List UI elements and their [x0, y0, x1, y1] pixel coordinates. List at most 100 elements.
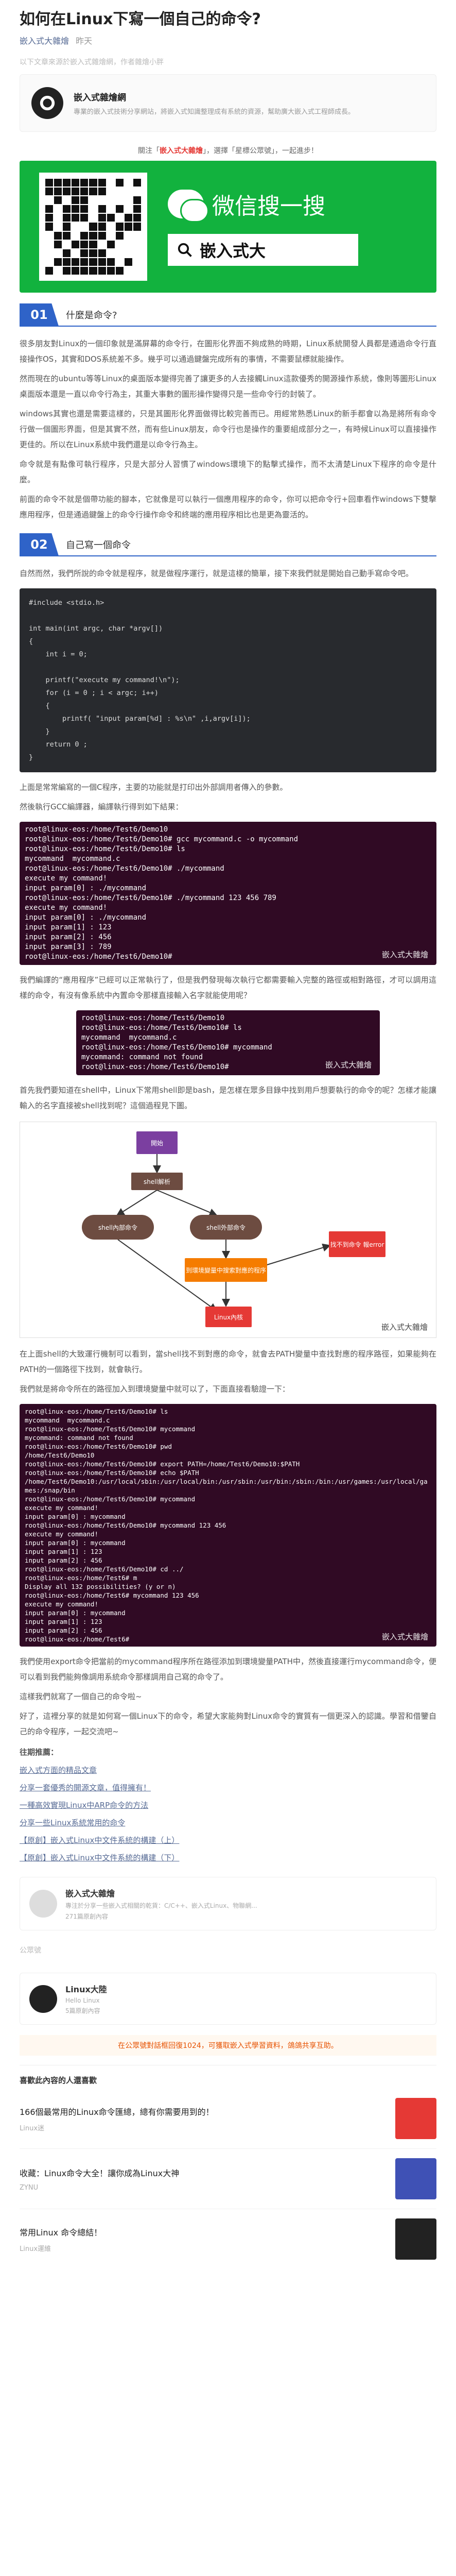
paragraph: 首先我們要知道在shell中，Linux下常用shell即是bash，是怎樣在眾… [20, 1086, 436, 1110]
terminal-line: root@linux-eos:/home/Test6/Demo10 [25, 825, 168, 834]
terminal-line: mycommand: command not found [25, 1434, 133, 1442]
search-icon [178, 243, 192, 257]
related-title: 常用Linux 命令總結！ [20, 2227, 102, 2238]
related-item[interactable]: 常用Linux 命令總結！ Linux運維 [20, 2209, 436, 2269]
terminal-line: input param[1] : 123 [25, 1548, 102, 1555]
section-number: 01 [20, 303, 59, 326]
paragraph: 這樣我們就寫了一個自己的命令啦~ [20, 1692, 142, 1701]
rec-link[interactable]: 【原創】嵌入式Linux中文件系統的構建（上） [20, 1836, 180, 1845]
wechat-icon [168, 190, 209, 223]
public-account-card[interactable]: Linux大陸 Hello Linux 5篇原創內容 [20, 1973, 436, 2025]
related-source: Linux迷 [20, 2124, 45, 2132]
rec-link[interactable]: 分享一些Linux系統常用的命令 [20, 1818, 126, 1827]
terminal-line: root@linux-eos:/home/Test6/Demo10# mycom… [25, 1521, 226, 1529]
paragraph: 前面的命令不就是個帶功能的腳本，它就像是可以執行一個應用程序的命令，你可以把命令… [20, 495, 436, 519]
related-label: 喜歡此內容的人還喜歡 [20, 2076, 97, 2085]
flow-builtin: shell內部命令 [82, 1215, 154, 1240]
publish-date: 昨天 [76, 36, 93, 46]
terminal-line: execute my command! [25, 1530, 98, 1538]
author-card-meta: 271篇原創內容 [65, 1913, 108, 1920]
terminal-line: input param[2] : 456 [25, 933, 112, 941]
terminal-line: root@linux-eos:/home/Test6/Demo10# mycom… [25, 1495, 196, 1503]
terminal-line: input param[3] : 789 [25, 943, 112, 951]
terminal-line: root@linux-eos:/home/Test6# m [25, 1574, 137, 1582]
rec-link[interactable]: 一種高效實現Linux中ARP命令的方法 [20, 1801, 149, 1810]
watermark: 嵌入式大雜燴 [381, 950, 428, 959]
wechat-search-banner: 微信搜一搜 嵌入式大 [20, 161, 436, 293]
terminal-line: mycommand mycommand.c [25, 1416, 110, 1424]
terminal-line: root@linux-eos:/home/Test6/Demo10# cd ..… [25, 1565, 184, 1573]
related-source: ZYNU [20, 2183, 39, 2192]
terminal-line: root@linux-eos:/home/Test6# mycommand 12… [25, 1591, 199, 1599]
like-label: 公眾號 [20, 1946, 41, 1955]
paragraph: 命令就是有點像可執行程序，只是大部分人習慣了windows環境下的點擊式操作，而… [20, 460, 436, 484]
paragraph: 我們使用export命令把當前的mycommand程序所在路徑添加到環境變量PA… [20, 1657, 436, 1682]
paragraph: 上面是常常編寫的一個C程序，主要的功能就是打印出外部調用者傳入的參數。 [20, 783, 288, 792]
rec-link[interactable]: 【原創】嵌入式Linux中文件系統的構建（下） [20, 1853, 180, 1862]
watermark: 嵌入式大雜燴 [381, 1632, 428, 1641]
terminal-line: input param[0] : mycommand [25, 1539, 126, 1547]
follow-tip-prefix: 關注「 [138, 147, 160, 155]
related-source: Linux運維 [20, 2245, 51, 2253]
banner-line2-text: 嵌入式大 [200, 241, 266, 261]
public-avatar [29, 1985, 57, 2013]
paragraph: 我們就是將命令所在的路徑加入到環境變量中就可以了，下面直接看驗證一下： [20, 1384, 290, 1394]
related-item[interactable]: 166個最常用的Linux命令匯總，總有你需要用到的！ Linux迷 [20, 2089, 436, 2149]
terminal-screenshot-1: root@linux-eos:/home/Test6/Demo10 root@li… [20, 822, 436, 965]
profile-avatar [31, 87, 63, 119]
profile-name: 嵌入式雜燴網 [74, 93, 126, 103]
public-meta: 5篇原創內容 [65, 2007, 100, 2014]
terminal-line: root@linux-eos:/home/Test6/Demo10# expor… [25, 1460, 300, 1468]
terminal-line: input param[0] : ./mycommand [25, 913, 147, 922]
rec-link[interactable]: 嵌入式方面的精品文章 [20, 1766, 97, 1775]
flowchart-arrows [116, 1154, 331, 1312]
terminal-line: Display all 132 possibilities? (y or n) [25, 1583, 176, 1590]
banner-line1: 微信搜一搜 [168, 188, 417, 223]
paragraph: 自然而然，我們所說的命令就是程序，就是做程序運行，就是這樣的簡單，接下來我們就是… [20, 569, 414, 578]
rec-link[interactable]: 分享一套優秀的開源文章，值得擁有！ [20, 1783, 151, 1792]
section-number: 02 [20, 533, 59, 556]
related-thumb [395, 2098, 436, 2139]
terminal-line: /home/Test6/Demo10 [25, 1451, 95, 1459]
related-title: 收藏：Linux命令大全！讓你成為Linux大神 [20, 2168, 180, 2178]
profile-desc: 專業的嵌入式技術分享網站，將嵌入式知識整理成有系統的資源，幫助廣大嵌入式工程師成… [74, 108, 355, 116]
paragraph: 然而現在的ubuntu等等Linux的桌面版本變得完善了讓更多的人去接觸Linu… [20, 374, 436, 399]
recommended-list: 往期推薦： 嵌入式方面的精品文章 分享一套優秀的開源文章，值得擁有！ 一種高效實… [20, 1747, 436, 1867]
follow-tip: 關注「嵌入式大雜燴」，選擇「星標公眾號」，一起進步！ [20, 145, 436, 156]
related-thumb [395, 2218, 436, 2260]
flow-shell-parse: shell解析 [131, 1173, 183, 1190]
terminal-line: root@linux-eos:/home/Test6/Demo10# mycom… [25, 1425, 196, 1433]
ad-banner: 在公眾號對話框回復1024，可獲取嵌入式學習資料，鴿鴿共享互助。 [20, 2035, 436, 2056]
terminal-line: root@linux-eos:/home/Test6/Demo10# [25, 953, 172, 961]
banner-right: 微信搜一搜 嵌入式大 [147, 188, 417, 266]
author-card[interactable]: 嵌入式大雜燴 專注於分享一些嵌入式相關的乾貨：C/C++、嵌入式Linux、物聯… [20, 1877, 436, 1930]
terminal-line: root@linux-eos:/home/Test6/Demo10# [81, 1063, 229, 1071]
terminal-line: mycommand mycommand.c [25, 855, 120, 863]
paragraph: 很多朋友對Linux的一個印象就是滿屏幕的命令行，在圖形化界面不夠成熟的時期，L… [20, 339, 436, 364]
section-title: 什麼是命令? [66, 310, 117, 321]
terminal-line: input param[1] : 123 [25, 923, 112, 931]
terminal-line: root@linux-eos:/home/Test6/Demo10# pwd [25, 1443, 172, 1450]
article-page: 如何在Linux下寫一個自己的命令? 嵌入式大雜燴 昨天 以下文章來源於嵌入式雜… [20, 10, 436, 2269]
flow-search-path: 到環境變量中搜索對應的程序 [185, 1258, 267, 1282]
banner-searchbox: 嵌入式大 [168, 234, 358, 266]
author-link[interactable]: 嵌入式大雜燴 [20, 36, 69, 46]
banner-line1-text: 微信搜一搜 [212, 193, 325, 219]
profile-card[interactable]: 嵌入式雜燴網 專業的嵌入式技術分享網站，將嵌入式知識整理成有系統的資源，幫助廣大… [20, 74, 436, 132]
related-thumb [395, 2158, 436, 2199]
terminal-line: root@linux-eos:/home/Test6/Demo10# mycom… [81, 1043, 272, 1052]
flow-kernel: Linux內核 [205, 1307, 252, 1327]
terminal-line: root@linux-eos:/home/Test6/Demo10# ./myc… [25, 865, 224, 873]
paragraph: windows其實也還是需要這樣的，只是其圖形化界面做得比較完善而已。用經常熟悉… [20, 409, 436, 449]
terminal-line: input param[0] : mycommand [25, 1513, 126, 1520]
terminal-line: /home/Test6/Demo10:/usr/local/sbin:/usr/… [25, 1478, 428, 1494]
section-02-header: 02 自己寫一個命令 [20, 533, 436, 556]
related-item[interactable]: 收藏：Linux命令大全！讓你成為Linux大神 ZYNU [20, 2149, 436, 2209]
follow-tip-suffix: 」，選擇「星標公眾號」，一起進步！ [203, 147, 318, 155]
paragraph: 好了，這裡分享的就是如何寫一個Linux下的命令，希望大家能夠對Linux命令的… [20, 1711, 436, 1736]
terminal-line: input param[2] : 456 [25, 1556, 102, 1564]
public-name: Linux大陸 [65, 1985, 107, 1994]
terminal-line: root@linux-eos:/home/Test6/Demo10# ./myc… [25, 894, 276, 902]
